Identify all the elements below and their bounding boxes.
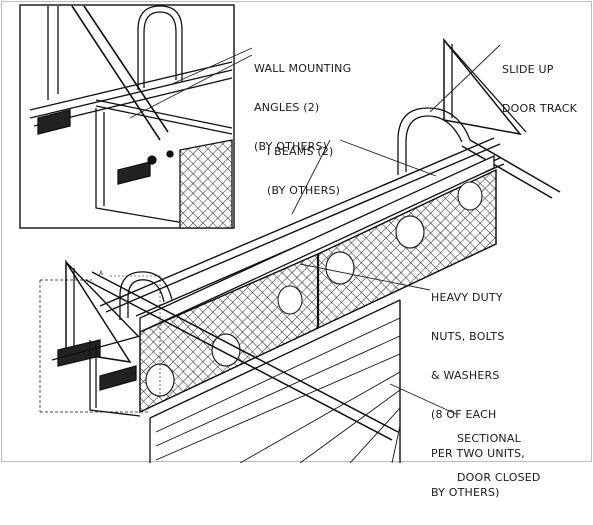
line-art [1,1,592,463]
callout-line: DOOR TRACK [502,102,578,115]
callout-line: PER TWO UNITS, [431,447,525,460]
callout-wall-mounting-angles: WALL MOUNTING ANGLES (2) (BY OTHERS) [254,36,351,179]
callout-line: DOOR CLOSED [457,471,541,484]
callout-line: SLIDE UP [502,63,554,76]
detail-inset [19,4,235,229]
technical-drawing: A WALL MOUNTING ANGLES (2) (BY OTHERS) S… [0,0,593,499]
callout-line: WALL MOUNTING [254,62,352,75]
leader-lines [129,44,501,415]
main-assembly [39,37,561,463]
callout-i-beams: I BEAMS (2) (BY OTHERS) [267,119,340,223]
callout-line: (BY OTHERS) [254,140,328,153]
callout-line: (8 OF EACH [431,408,497,421]
callout-line: I BEAMS (2) [267,145,334,158]
callout-slide-up-door-track: SLIDE UP DOOR TRACK [502,37,577,141]
frame-border [1,1,592,462]
callout-line: HEAVY DUTY [431,291,503,304]
callout-line: NUTS, BOLTS [431,330,505,343]
callout-line: SECTIONAL [457,432,521,445]
callout-sectional-door: SECTIONAL DOOR CLOSED [457,406,541,510]
dimension-marker: A [99,270,104,277]
callout-line: & WASHERS [431,369,500,382]
callout-line: ANGLES (2) [254,101,320,114]
callout-line: (BY OTHERS) [267,184,341,197]
